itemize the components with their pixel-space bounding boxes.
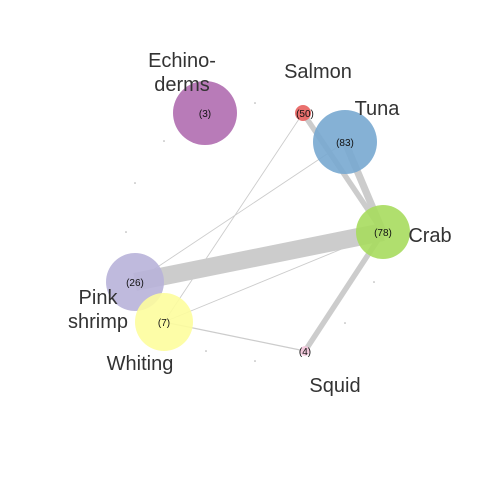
stray-dot [344,322,346,324]
node-count-squid: (4) [299,347,311,358]
node-label-line: Tuna [355,98,401,120]
node-label-line: Salmon [284,61,352,83]
stray-dot [205,350,207,352]
node-circle-whiting[interactable] [135,293,193,351]
node-count-echinoderms: (3) [199,109,211,120]
node-whiting[interactable]: (7) [135,293,193,351]
node-circle-squid[interactable] [300,346,310,356]
stray-dots-layer [125,102,375,362]
node-crab[interactable]: (78) [356,205,410,259]
node-circle-salmon[interactable] [295,105,311,121]
node-label-line: Squid [309,375,360,397]
node-label-tuna: Tuna [355,98,401,120]
node-label-salmon: Salmon [284,61,352,83]
node-squid[interactable]: (4) [299,346,311,358]
node-count-pink-shrimp: (26) [126,278,144,289]
node-label-line: Crab [408,225,451,247]
node-circle-crab[interactable] [356,205,410,259]
node-tuna[interactable]: (83) [313,110,377,174]
node-salmon[interactable]: (50) [295,105,314,121]
node-count-salmon: (50) [296,109,314,120]
node-pink-shrimp[interactable]: (26) [106,253,164,311]
node-circle-tuna[interactable] [313,110,377,174]
stray-dot [125,231,127,233]
stray-dot [163,140,165,142]
stray-dot [373,281,375,283]
stray-dot [254,360,256,362]
node-circle-pink-shrimp[interactable] [106,253,164,311]
edge-salmon-whiting [163,112,304,323]
node-label-line: Echino- [148,50,216,72]
nodes-layer: (3) (50) (83) (78) (26) (7) (4) [106,81,410,358]
node-count-crab: (78) [374,228,392,239]
node-count-tuna: (83) [336,138,354,149]
node-label-line: shrimp [68,311,128,333]
stray-dot [254,102,256,104]
edge-pink-shrimp-crab [133,223,385,291]
node-label-line: Pink [79,287,119,309]
edge-crab-whiting [163,231,384,323]
node-label-echinoderms: Echino-derms [148,50,216,96]
node-circle-echinoderms[interactable] [173,81,237,145]
node-label-line: derms [154,74,210,96]
node-label-line: Whiting [107,353,174,375]
node-label-squid: Squid [309,375,360,397]
node-label-whiting: Whiting [107,353,174,375]
node-label-crab: Crab [408,225,451,247]
node-count-whiting: (7) [158,318,170,329]
stray-dot [134,182,136,184]
edge-pink-shrimp-tuna [134,141,346,283]
node-echinoderms[interactable]: (3) [173,81,237,145]
